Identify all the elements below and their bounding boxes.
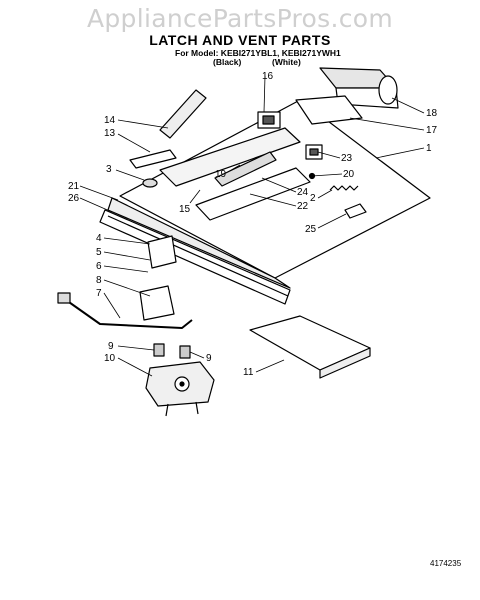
callout-9-left: 9 [108,341,114,352]
spring-part [329,185,359,191]
watermark: AppliancePartsPros.com [86,4,394,33]
motor-bracket-part [295,95,363,125]
callout-1: 1 [426,143,432,154]
callout-26: 26 [68,193,80,204]
callout-25: 25 [305,224,317,235]
latch-rod-part [65,299,193,329]
callout-13: 13 [104,128,116,139]
callout-18: 18 [426,108,438,119]
latch-handle-part [129,149,177,169]
clip-25-part [344,203,367,219]
callout-8: 8 [96,275,102,286]
callout-17: 17 [426,125,438,136]
vent-duct-lower [195,167,311,221]
callout-24: 24 [297,187,309,198]
black-variant-label: (Black) [213,57,242,67]
callout-16: 16 [262,71,274,82]
white-variant-label: (White) [272,57,301,67]
callout-2: 2 [310,193,316,204]
callout-15: 15 [179,204,191,215]
front-rail-part [107,197,291,289]
callout-14: 14 [104,115,116,126]
callout-7: 7 [96,288,102,299]
callout-11: 11 [243,367,254,378]
callout-10: 10 [104,353,116,364]
spacer-right-part [179,345,191,359]
vent-duct-part [159,127,301,187]
callout-19: 19 [215,169,227,180]
callout-6: 6 [96,261,102,272]
knob-part [142,178,158,188]
spacer-left-part [153,343,165,357]
model-line: For Model: KEBI271YBL1, KEBI271YWH1 [175,48,341,58]
document-number: 4174235 [430,559,462,568]
diagram-title: LATCH AND VENT PARTS [149,32,331,48]
vent-baffle-part [214,151,277,187]
callout-4: 4 [96,233,102,244]
callout-3: 3 [106,164,112,175]
callout-20: 20 [343,169,355,180]
callout-9-right: 9 [206,353,212,364]
callout-5: 5 [96,247,102,258]
latch-arm-part [159,89,207,139]
callout-23: 23 [341,153,353,164]
callout-21: 21 [68,181,80,192]
callout-22: 22 [297,201,309,212]
latch-bracket-part [147,235,177,269]
